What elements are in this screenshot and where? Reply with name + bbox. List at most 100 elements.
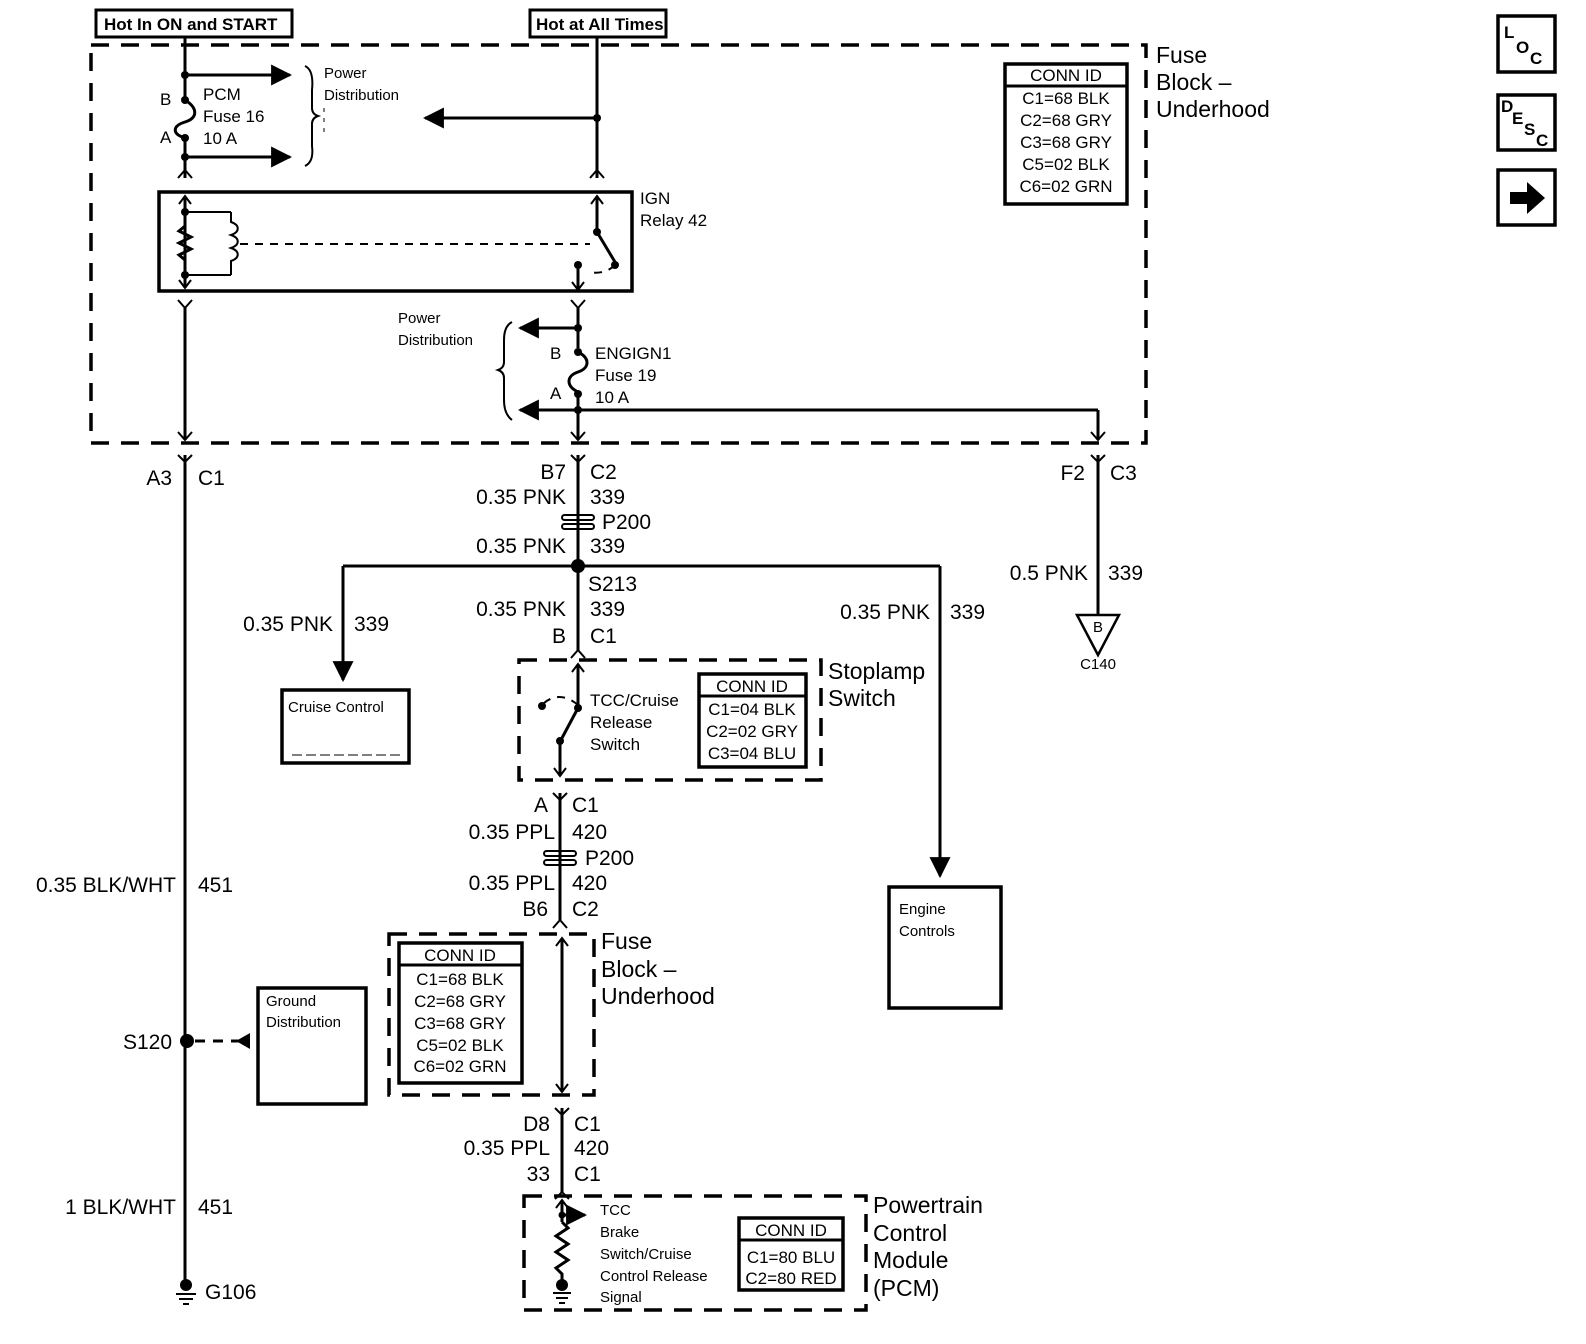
svg-text:Block –: Block – xyxy=(1156,69,1232,95)
hot-on-start-label: Hot In ON and START xyxy=(94,8,294,39)
conn-id-table-stoplamp: CONN ID C1=04 BLK C2=02 GRY C3=04 BLU xyxy=(697,672,808,769)
svg-text:CONN ID: CONN ID xyxy=(1030,66,1102,85)
fuse-block-top-boundary xyxy=(89,43,1148,445)
svg-text:Cruise Control: Cruise Control xyxy=(288,699,384,716)
svg-text:Distribution: Distribution xyxy=(324,87,399,104)
svg-text:Underhood: Underhood xyxy=(601,983,715,1009)
fuse-block-bottom-title: Fuse xyxy=(601,928,652,954)
svg-text:A: A xyxy=(534,794,548,817)
svg-text:339: 339 xyxy=(590,598,625,621)
svg-text:Switch/Cruise: Switch/Cruise xyxy=(600,1246,692,1263)
power-distribution-label-2: Power xyxy=(398,310,441,327)
stoplamp-switch-title: Stoplamp xyxy=(828,658,925,684)
svg-text:C1: C1 xyxy=(574,1113,601,1136)
pcm-fuse-16: B A PCM Fuse 16 10 A xyxy=(160,37,293,179)
engign1-fuse-19: B A ENGIGN1 Fuse 19 10 A xyxy=(517,299,1106,442)
svg-text:B6: B6 xyxy=(522,898,548,921)
svg-text:A: A xyxy=(160,128,172,147)
loc-button[interactable]: L O C xyxy=(1496,14,1557,74)
svg-text:C1: C1 xyxy=(572,794,599,817)
svg-text:G106: G106 xyxy=(205,1281,256,1304)
svg-text:Fuse 19: Fuse 19 xyxy=(595,366,656,385)
svg-text:L: L xyxy=(1504,23,1514,42)
svg-text:339: 339 xyxy=(590,535,625,558)
svg-text:C1=68 BLK: C1=68 BLK xyxy=(416,970,504,989)
svg-text:Relay 42: Relay 42 xyxy=(640,211,707,230)
svg-text:C2=68 GRY: C2=68 GRY xyxy=(1020,111,1112,130)
svg-text:33: 33 xyxy=(527,1163,550,1186)
svg-text:0.35 PPL: 0.35 PPL xyxy=(469,872,555,895)
fuse-block-bottom-boundary xyxy=(387,932,596,1097)
ground-g106-icon xyxy=(176,1279,196,1305)
svg-text:420: 420 xyxy=(574,1137,609,1160)
svg-text:10 A: 10 A xyxy=(595,388,630,407)
svg-text:0.35 PNK: 0.35 PNK xyxy=(476,598,566,621)
svg-text:C: C xyxy=(1536,131,1548,150)
svg-text:0.35 PNK: 0.35 PNK xyxy=(243,613,333,636)
svg-text:0.35 PNK: 0.35 PNK xyxy=(476,486,566,509)
svg-text:451: 451 xyxy=(198,874,233,897)
pcm-signal-circuit: TCC Brake Switch/Cruise Control Release … xyxy=(553,1198,708,1306)
svg-text:Release: Release xyxy=(590,713,652,732)
svg-text:0.35 PNK: 0.35 PNK xyxy=(476,535,566,558)
svg-text:B7: B7 xyxy=(540,461,566,484)
svg-text:0.35 PPL: 0.35 PPL xyxy=(464,1137,550,1160)
svg-text:451: 451 xyxy=(198,1196,233,1219)
svg-text:Hot at All Times: Hot at All Times xyxy=(536,15,664,34)
svg-text:S213: S213 xyxy=(588,573,637,596)
svg-text:CONN ID: CONN ID xyxy=(755,1221,827,1240)
svg-text:C1: C1 xyxy=(198,467,225,490)
svg-text:339: 339 xyxy=(950,601,985,624)
svg-text:C5=02 BLK: C5=02 BLK xyxy=(416,1036,504,1055)
ground-distribution-box: Ground Distribution xyxy=(256,986,368,1106)
svg-text:C: C xyxy=(1530,49,1542,68)
hot-all-times-label: Hot at All Times xyxy=(528,8,668,39)
svg-text:Signal: Signal xyxy=(600,1289,642,1306)
splice-p200-bottom-icon xyxy=(543,850,577,866)
desc-button[interactable]: D E S C xyxy=(1496,93,1557,152)
svg-text:PCM: PCM xyxy=(203,85,241,104)
pcm-boundary xyxy=(522,1194,868,1312)
svg-text:CONN ID: CONN ID xyxy=(424,946,496,965)
svg-text:S120: S120 xyxy=(123,1031,172,1054)
svg-text:C2=80 RED: C2=80 RED xyxy=(745,1269,836,1288)
svg-text:10 A: 10 A xyxy=(203,129,238,148)
splice-p200-top-icon xyxy=(561,514,595,530)
svg-text:C2=02 GRY: C2=02 GRY xyxy=(706,722,798,741)
svg-text:TCC/Cruise: TCC/Cruise xyxy=(590,691,679,710)
svg-text:D8: D8 xyxy=(523,1113,550,1136)
svg-text:420: 420 xyxy=(572,872,607,895)
svg-text:P200: P200 xyxy=(585,847,634,870)
next-arrow-button[interactable] xyxy=(1496,168,1557,227)
svg-text:B: B xyxy=(552,625,566,648)
conn-id-table-bottom: CONN ID C1=68 BLK C2=68 GRY C3=68 GRY C5… xyxy=(397,941,524,1085)
svg-text:Hot In ON and START: Hot In ON and START xyxy=(104,15,278,34)
svg-text:O: O xyxy=(1516,38,1529,57)
svg-text:IGN: IGN xyxy=(640,189,670,208)
svg-text:Module: Module xyxy=(873,1247,948,1273)
svg-text:TCC: TCC xyxy=(600,1202,631,1219)
svg-text:D: D xyxy=(1501,97,1513,116)
tcc-cruise-release-switch: TCC/Cruise Release Switch xyxy=(538,662,679,778)
svg-text:Control Release: Control Release xyxy=(600,1268,708,1285)
svg-text:C140: C140 xyxy=(1080,656,1116,673)
svg-text:C2: C2 xyxy=(572,898,599,921)
fuse-block-top-title: Fuse xyxy=(1156,42,1207,68)
power-distribution-label: Power xyxy=(324,65,367,82)
pcm-title: Powertrain xyxy=(873,1192,983,1218)
arrow-right-icon xyxy=(1510,182,1545,214)
conn-id-table-top: CONN ID C1=68 BLK C2=68 GRY C3=68 GRY C5… xyxy=(1003,62,1129,206)
svg-text:C2=68 GRY: C2=68 GRY xyxy=(414,992,506,1011)
svg-text:C6=02 GRN: C6=02 GRN xyxy=(413,1057,506,1076)
svg-text:C3=68 GRY: C3=68 GRY xyxy=(414,1014,506,1033)
svg-text:420: 420 xyxy=(572,821,607,844)
svg-text:Control: Control xyxy=(873,1220,947,1246)
svg-text:339: 339 xyxy=(590,486,625,509)
svg-text:A: A xyxy=(550,384,562,403)
svg-text:C5=02 BLK: C5=02 BLK xyxy=(1022,155,1110,174)
svg-text:Fuse 16: Fuse 16 xyxy=(203,107,264,126)
svg-text:S: S xyxy=(1524,120,1535,139)
svg-text:C1: C1 xyxy=(590,625,617,648)
svg-text:0.35 PNK: 0.35 PNK xyxy=(840,601,930,624)
svg-text:0.35 PPL: 0.35 PPL xyxy=(469,821,555,844)
